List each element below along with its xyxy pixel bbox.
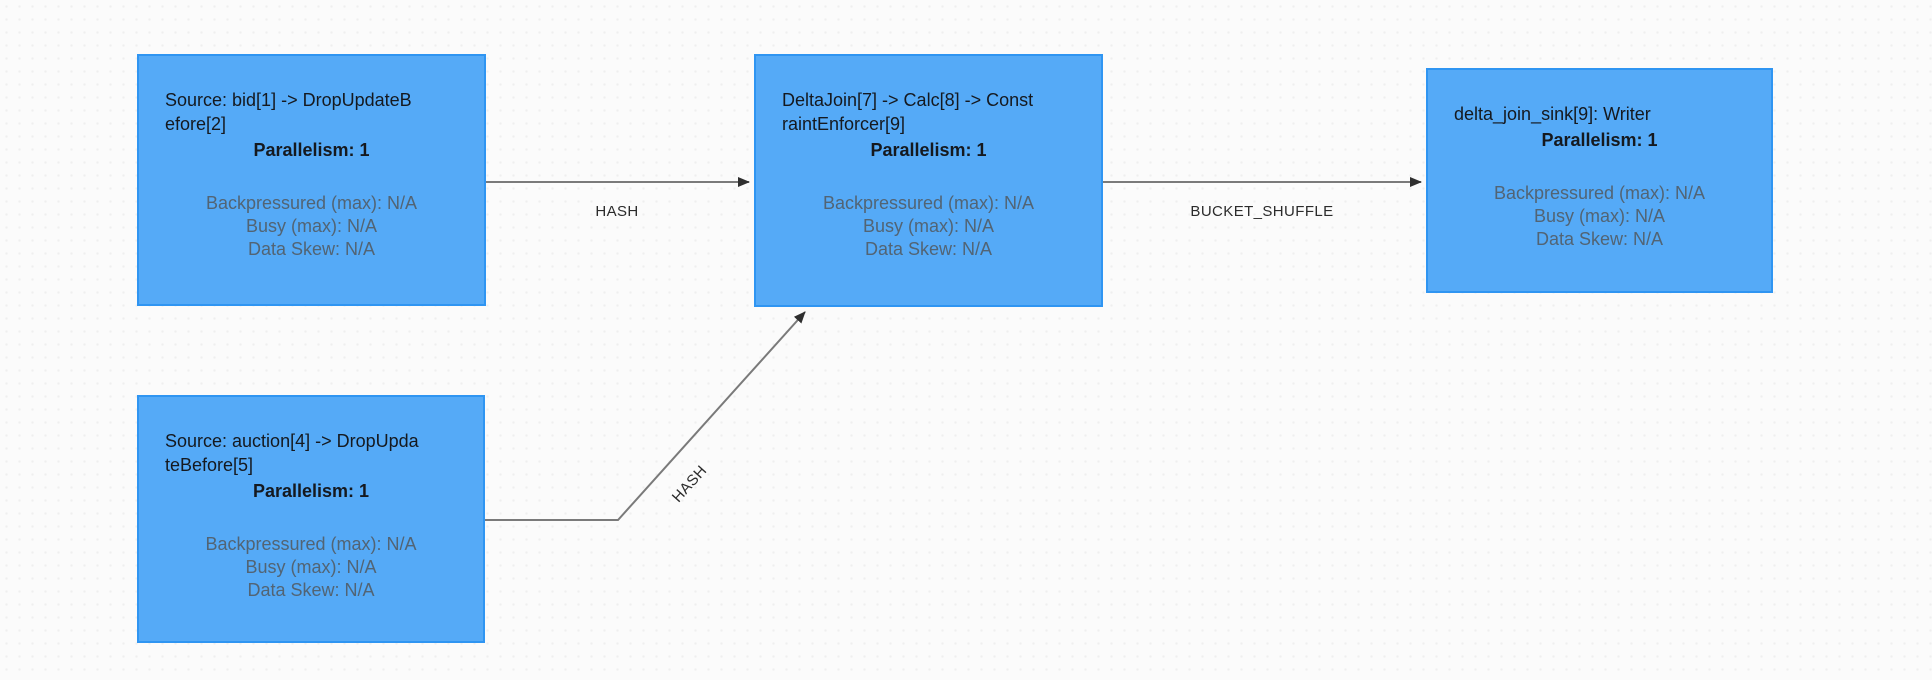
stat-data-skew: Data Skew: N/A [1535, 229, 1664, 249]
stat-busy: Busy (max): N/A [862, 216, 995, 236]
stat-busy: Busy (max): N/A [245, 557, 377, 577]
stat-backpressured: Backpressured (max): N/A [1493, 183, 1706, 203]
node-title: DeltaJoin[7] -> Calc[8] -> ConstraintEnf… [782, 90, 1034, 134]
stat-backpressured: Backpressured (max): N/A [205, 534, 417, 554]
stat-data-skew: Data Skew: N/A [247, 239, 376, 259]
node-stats: Backpressured (max): N/A Busy (max): N/A… [756, 192, 1101, 261]
edge-label-auction-to-deltajoin: HASH [669, 462, 711, 506]
stat-busy: Busy (max): N/A [1533, 206, 1666, 226]
node-stats: Backpressured (max): N/A Busy (max): N/A… [1428, 182, 1771, 251]
node-stats: Backpressured (max): N/A Busy (max): N/A… [139, 533, 483, 602]
node-title: Source: bid[1] -> DropUpdateBefore[2] [165, 90, 412, 134]
node-title: delta_join_sink[9]: Writer [1454, 104, 1651, 124]
stat-backpressured: Backpressured (max): N/A [822, 193, 1035, 213]
stat-data-skew: Data Skew: N/A [247, 580, 375, 600]
node-title: Source: auction[4] -> DropUpdateBefore[5… [165, 431, 419, 475]
edge-label-bid-to-deltajoin: HASH [595, 203, 638, 220]
stat-backpressured: Backpressured (max): N/A [205, 193, 418, 213]
stat-busy: Busy (max): N/A [245, 216, 378, 236]
edge-auction-to-deltajoin [485, 311, 806, 521]
stat-data-skew: Data Skew: N/A [864, 239, 993, 259]
node-stats: Backpressured (max): N/A Busy (max): N/A… [139, 192, 484, 261]
edge-label-deltajoin-to-sink: BUCKET_SHUFFLE [1190, 203, 1333, 220]
node-delta-join-sink[interactable]: delta_join_sink[9]: Writer Parallelism: … [1426, 68, 1773, 293]
node-delta-join[interactable]: DeltaJoin[7] -> Calc[8] -> ConstraintEnf… [754, 54, 1103, 307]
node-parallelism: Parallelism: 1 [253, 140, 370, 160]
node-parallelism: Parallelism: 1 [1541, 130, 1658, 150]
node-source-bid[interactable]: Source: bid[1] -> DropUpdateBefore[2] Pa… [137, 54, 486, 306]
node-parallelism: Parallelism: 1 [252, 481, 370, 501]
node-parallelism: Parallelism: 1 [870, 140, 987, 160]
node-source-auction[interactable]: Source: auction[4] -> DropUpdateBefore[5… [137, 395, 485, 643]
